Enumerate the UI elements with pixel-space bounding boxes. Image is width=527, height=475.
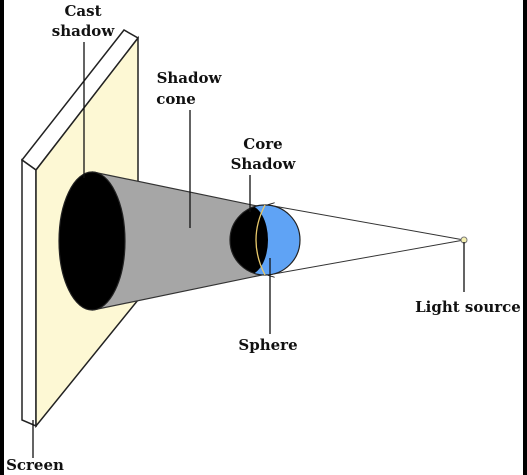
sphere-label: Sphere xyxy=(238,336,297,354)
light-source-label: Light source xyxy=(415,298,521,316)
light-ray-lower xyxy=(268,239,465,275)
light-ray-upper xyxy=(268,205,465,241)
cast-shadow-label-line2: shadow xyxy=(52,22,116,40)
shadow-cone-label-line2: cone xyxy=(156,90,196,108)
terminator-curve xyxy=(255,204,266,276)
core-shadow-label-line2: Shadow xyxy=(231,155,297,173)
cast-shadow-label-line1: Cast xyxy=(64,2,101,20)
cast-shadow xyxy=(58,171,126,311)
sphere xyxy=(229,204,301,276)
screen-side-edge xyxy=(21,158,37,428)
screen-label: Screen xyxy=(6,456,64,474)
shadow-cone-label-line1: Shadow xyxy=(157,69,223,87)
core-shadow-label-line1: Core xyxy=(243,135,282,153)
